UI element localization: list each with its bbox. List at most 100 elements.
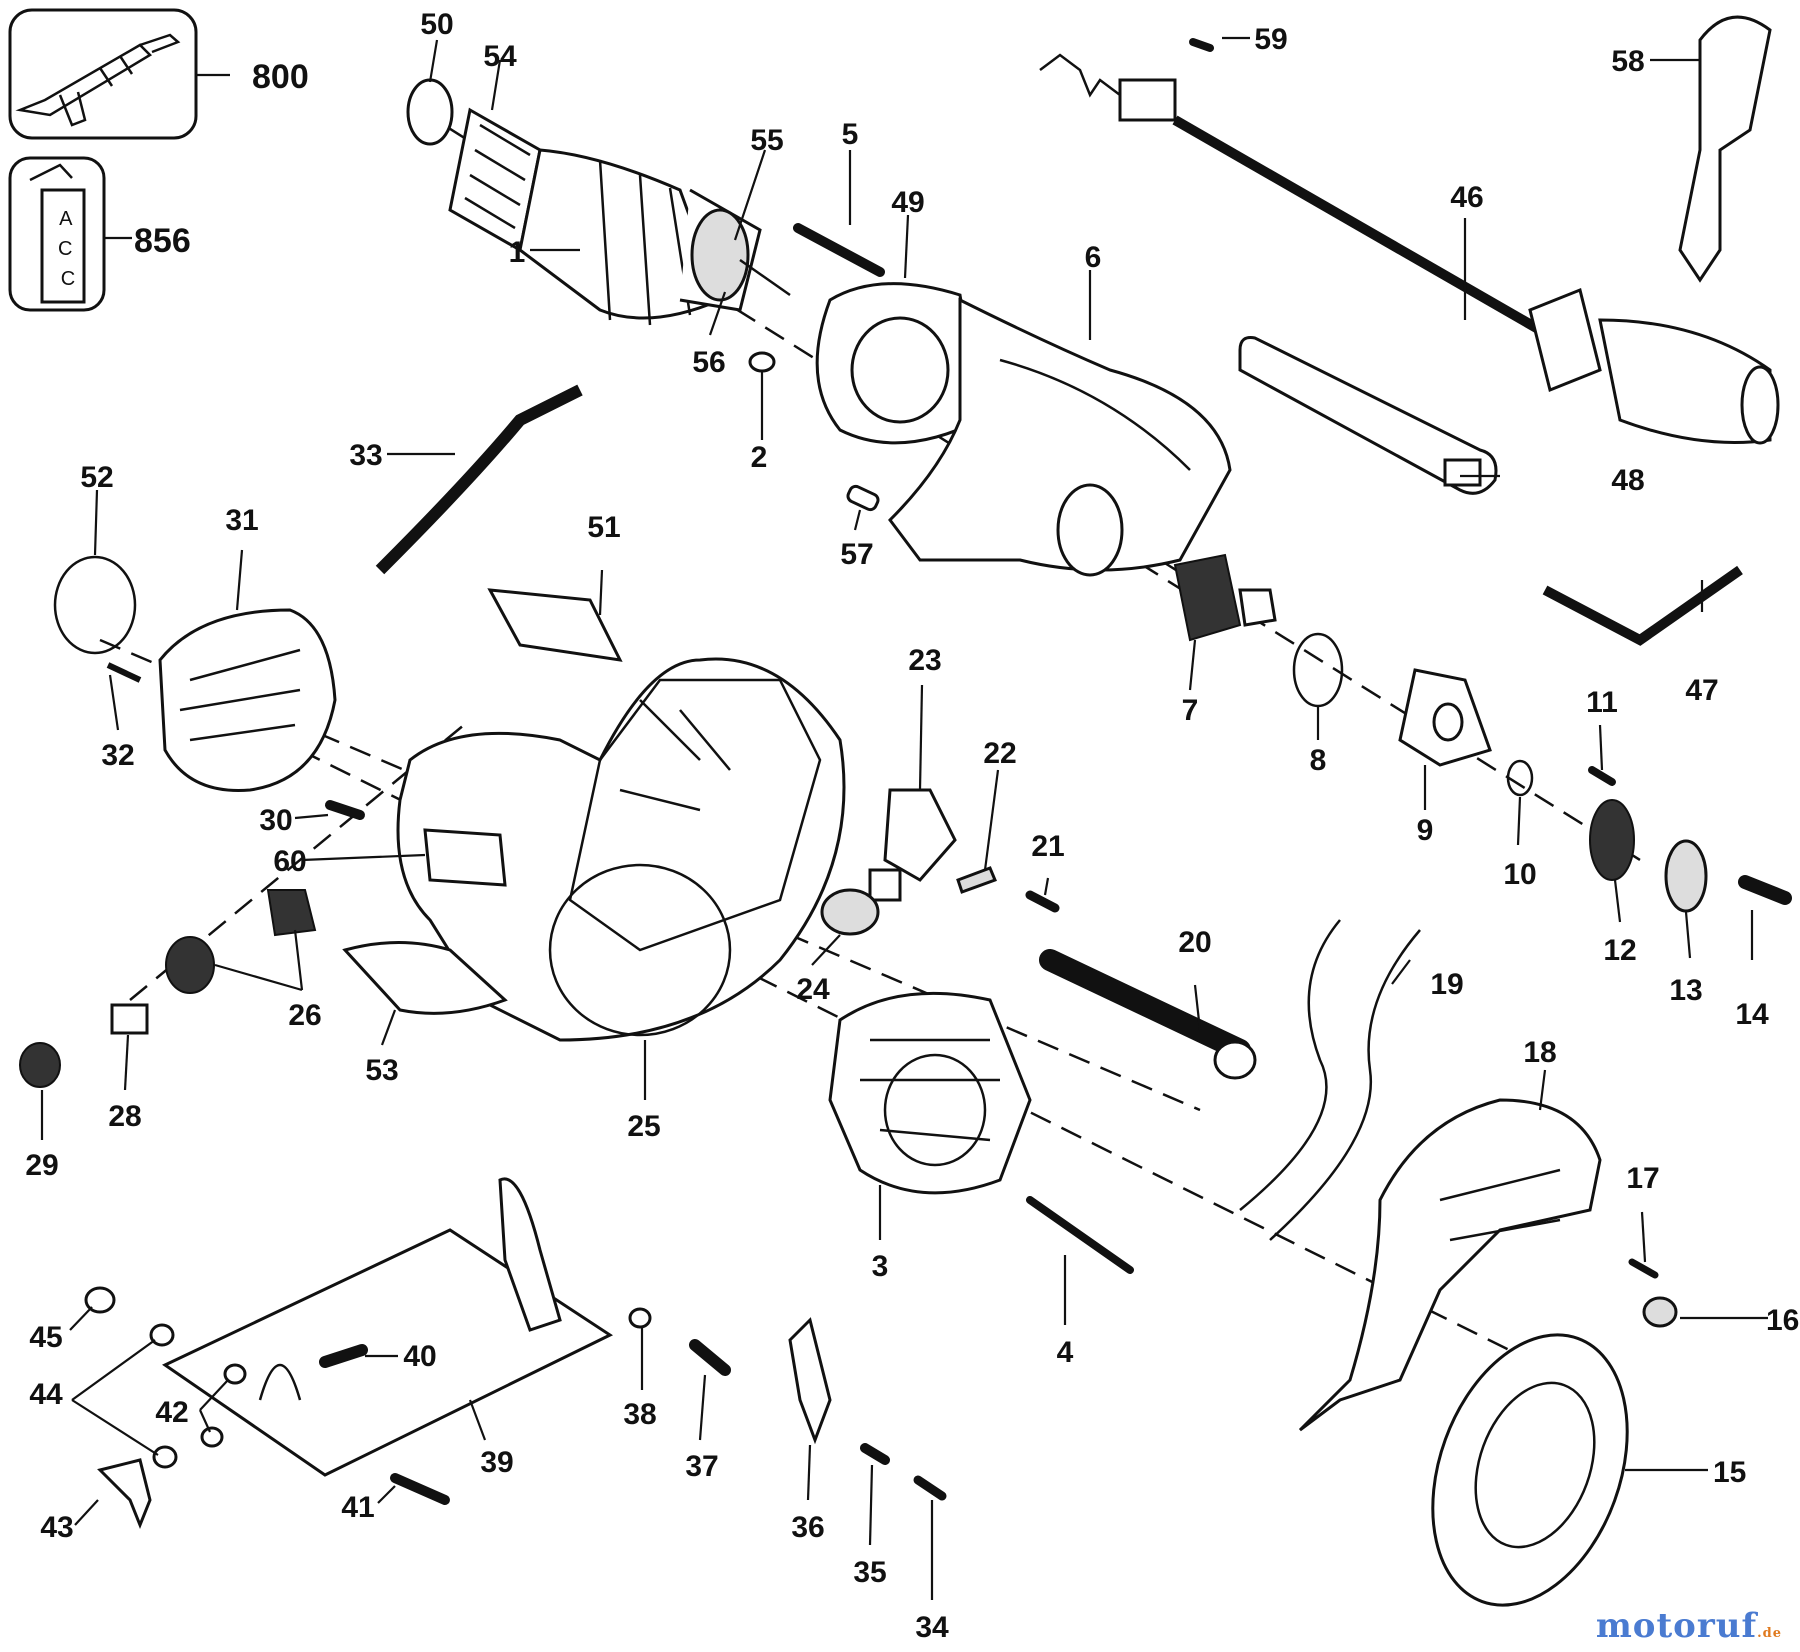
- card-letter-c1: C: [58, 238, 72, 260]
- leader-lines: [40, 36, 1768, 1600]
- label-42: 42: [155, 1396, 188, 1429]
- watermark-logo: motoruf.de: [1595, 1606, 1782, 1646]
- part-59: [1189, 38, 1214, 52]
- label-26: 26: [288, 999, 321, 1032]
- label-15: 15: [1713, 1456, 1746, 1489]
- label-14: 14: [1735, 998, 1769, 1031]
- part-5: [793, 223, 885, 277]
- label-25: 25: [627, 1110, 660, 1143]
- part-15-blade: [1431, 1333, 1629, 1607]
- label-50: 50: [420, 8, 453, 41]
- part-32: [106, 662, 142, 683]
- label-52: 52: [80, 461, 113, 494]
- label-24: 24: [796, 973, 830, 1006]
- part-4: [1026, 1196, 1134, 1274]
- part-18-handle: [1298, 1098, 1602, 1432]
- part-19-wire-a: [1239, 919, 1341, 1211]
- axis-blade: [1159, 558, 1641, 862]
- part-24: [820, 888, 880, 936]
- label-35: 35: [853, 1556, 886, 1589]
- part-26-holder: [266, 889, 317, 937]
- label-55: 55: [750, 124, 783, 157]
- label-43: 43: [40, 1511, 73, 1544]
- part-44-b: [152, 1445, 178, 1469]
- armature: [406, 78, 791, 326]
- part-57: [846, 484, 880, 512]
- callout-labels: 800 856 50 54 55 1 56 5 49 2 6 57 59 58 …: [25, 8, 1799, 1644]
- part-37: [689, 1339, 731, 1376]
- label-30: 30: [259, 804, 292, 837]
- part-12: [1589, 799, 1635, 881]
- label-56: 56: [692, 346, 725, 379]
- part-13: [1664, 839, 1708, 913]
- gear-housing: [815, 282, 1232, 577]
- label-16: 16: [1766, 1304, 1799, 1337]
- label-29: 29: [25, 1149, 58, 1182]
- label-33: 33: [349, 439, 382, 472]
- label-8: 8: [1310, 744, 1327, 777]
- part-42-b: [200, 1426, 224, 1448]
- label-59: 59: [1254, 23, 1287, 56]
- part-41: [390, 1473, 450, 1505]
- inset-856-card-letters: A C C: [58, 208, 78, 290]
- label-21: 21: [1031, 830, 1064, 863]
- part-48-wrench: [1238, 336, 1498, 495]
- label-2: 2: [751, 441, 768, 474]
- part-30: [325, 800, 365, 820]
- label-48: 48: [1611, 464, 1644, 497]
- label-47: 47: [1685, 674, 1718, 707]
- inset-856: [8, 156, 106, 312]
- part-42-a: [223, 1363, 247, 1385]
- part-43: [97, 1458, 152, 1530]
- part-38: [628, 1307, 652, 1329]
- part-44-a: [149, 1323, 175, 1347]
- part-25-motor-housing: [396, 657, 846, 1042]
- label-41: 41: [341, 1491, 374, 1524]
- part-21: [1025, 890, 1060, 913]
- label-13: 13: [1669, 974, 1702, 1007]
- label-18: 18: [1523, 1036, 1556, 1069]
- part-3-field: [828, 991, 1032, 1195]
- part-23: [868, 788, 957, 902]
- label-10: 10: [1503, 858, 1536, 891]
- label-36: 36: [791, 1511, 824, 1544]
- part-52: [53, 555, 137, 655]
- label-53: 53: [365, 1054, 398, 1087]
- part-40: [319, 1344, 368, 1368]
- part-17: [1628, 1258, 1659, 1279]
- part-34: [913, 1475, 947, 1501]
- label-6: 6: [1085, 241, 1102, 274]
- label-12: 12: [1603, 934, 1636, 967]
- part-20: [1039, 949, 1257, 1080]
- label-17: 17: [1626, 1162, 1659, 1195]
- part-14: [1738, 875, 1792, 905]
- label-4: 4: [1057, 1336, 1074, 1369]
- part-33: [375, 384, 583, 575]
- label-40: 40: [403, 1340, 436, 1373]
- part-60: [423, 828, 507, 887]
- part-51: [487, 588, 623, 662]
- part-22: [956, 866, 997, 894]
- part-28: [110, 1003, 149, 1035]
- label-19: 19: [1430, 968, 1463, 1001]
- label-49: 49: [891, 186, 924, 219]
- label-28: 28: [108, 1100, 141, 1133]
- label-58: 58: [1611, 45, 1644, 78]
- label-1: 1: [509, 236, 526, 269]
- label-34: 34: [915, 1611, 949, 1644]
- part-45: [84, 1286, 116, 1314]
- part-16: [1642, 1296, 1678, 1328]
- label-7: 7: [1182, 694, 1199, 727]
- label-5: 5: [842, 118, 859, 151]
- label-60: 60: [273, 845, 306, 878]
- label-31: 31: [225, 504, 258, 537]
- part-29: [19, 1042, 61, 1088]
- part-10: [1506, 759, 1534, 797]
- label-9: 9: [1417, 814, 1434, 847]
- part-39-base: [162, 1177, 614, 1477]
- label-800: 800: [252, 58, 309, 96]
- part-26-ring: [165, 936, 215, 994]
- part-47-hex-key: [1542, 565, 1743, 646]
- label-57: 57: [840, 538, 873, 571]
